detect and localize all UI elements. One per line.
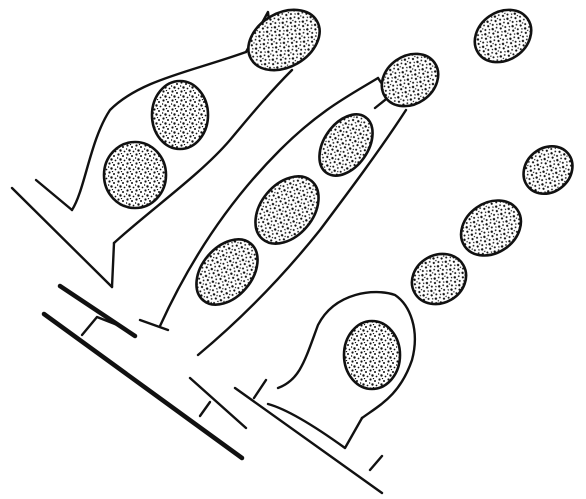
spore bbox=[243, 164, 332, 256]
spore-free bbox=[465, 0, 542, 73]
spore bbox=[450, 189, 531, 267]
spore bbox=[152, 81, 208, 149]
spore bbox=[514, 136, 582, 203]
spore bbox=[184, 228, 270, 317]
spore bbox=[344, 321, 400, 389]
spore bbox=[403, 244, 475, 314]
phialide-middle bbox=[160, 43, 448, 355]
spore bbox=[372, 43, 449, 117]
spore bbox=[104, 142, 166, 208]
spore bbox=[238, 0, 331, 82]
substrate-hyphae bbox=[12, 180, 382, 493]
phialide-left bbox=[72, 0, 330, 287]
